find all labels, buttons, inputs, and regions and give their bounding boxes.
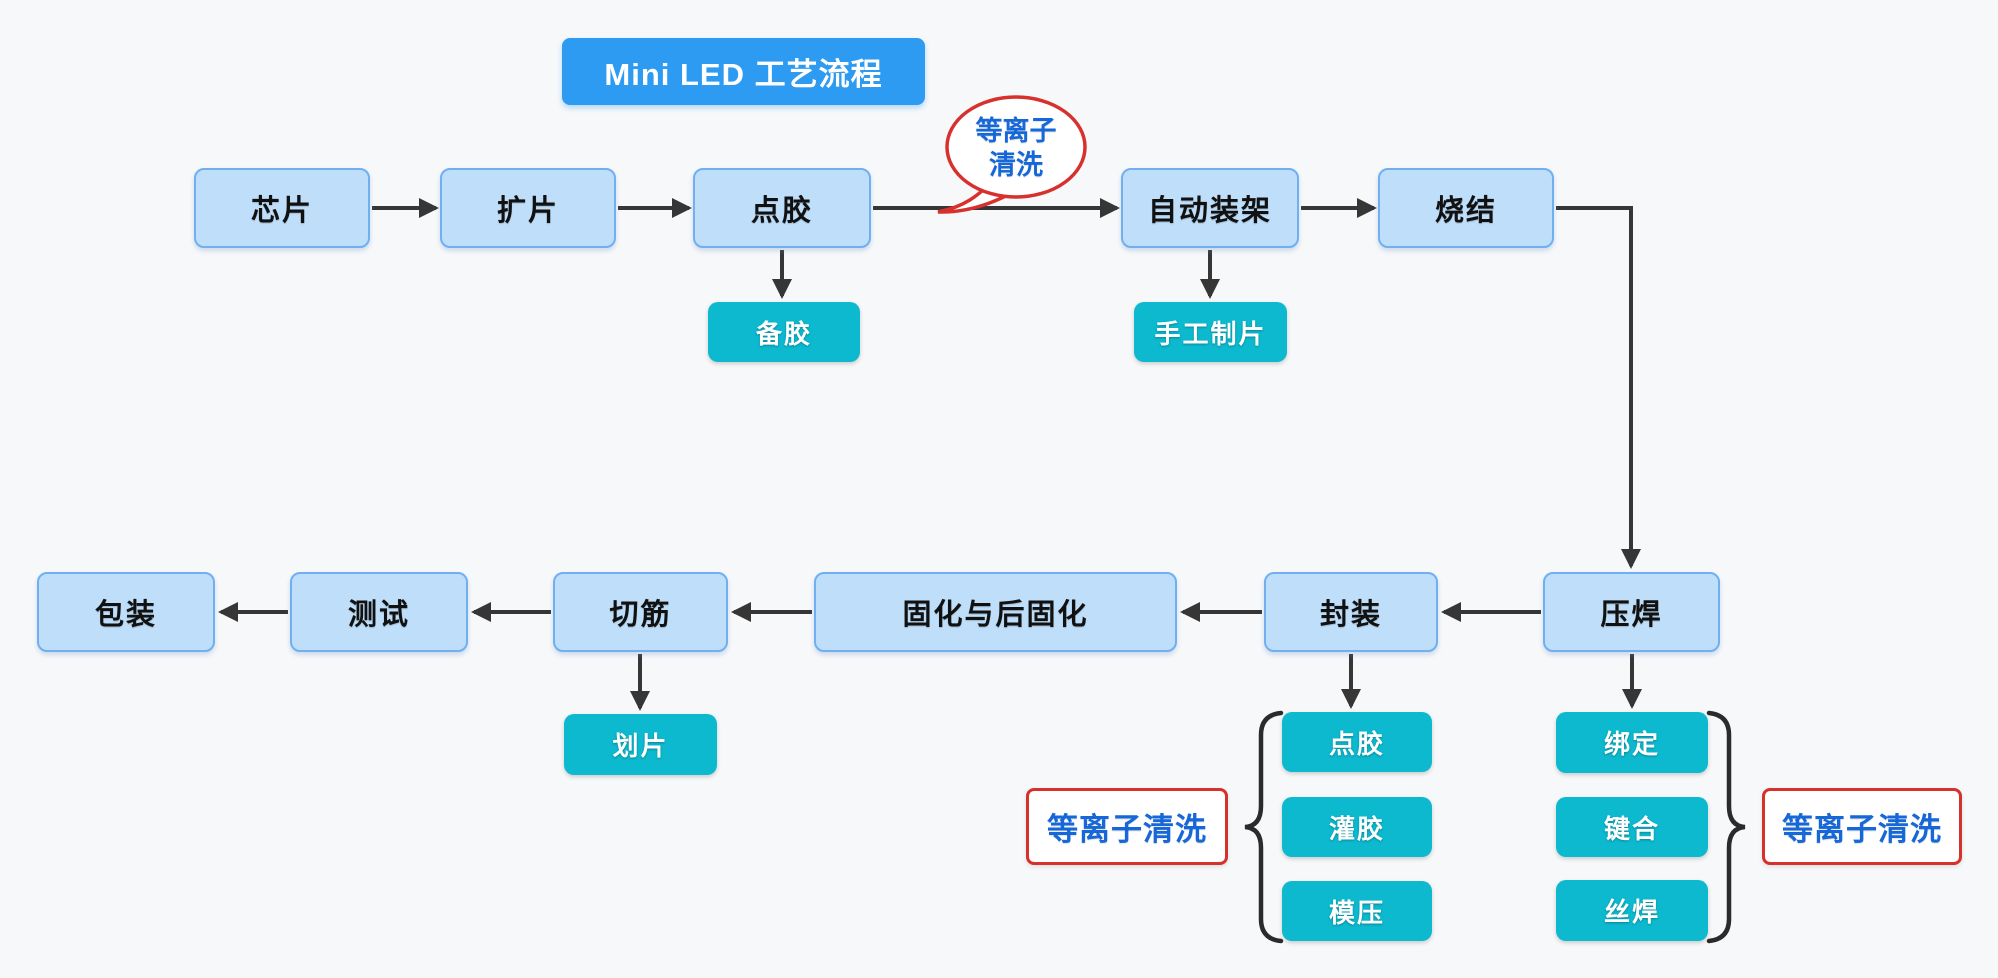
process-node-expand-film: 扩片 <box>440 168 616 248</box>
process-node-rib-cutting: 切筋 <box>553 572 728 652</box>
sub-node-molding: 模压 <box>1282 881 1432 941</box>
arrow-sinter-to-weld-elbow <box>1556 206 1641 569</box>
sub-node-manual-chip: 手工制片 <box>1134 302 1287 362</box>
process-node-dispensing: 点胶 <box>693 168 871 248</box>
speech-bubble <box>945 95 1087 199</box>
sub-node-glue-prep: 备胶 <box>708 302 860 362</box>
process-node-sintering: 烧结 <box>1378 168 1554 248</box>
process-node-packaging: 包装 <box>37 572 215 652</box>
process-node-testing: 测试 <box>290 572 468 652</box>
process-node-encapsulation: 封装 <box>1264 572 1438 652</box>
right-brace <box>1706 710 1746 944</box>
sub-node-bonding: 键合 <box>1556 797 1708 857</box>
process-node-chip: 芯片 <box>194 168 370 248</box>
left-brace <box>1244 710 1284 944</box>
sub-node-binding: 绑定 <box>1556 712 1708 773</box>
sub-node-potting: 灌胶 <box>1282 797 1432 857</box>
plasma-cleaning-bubble-label: 等离子 清洗 <box>947 103 1085 193</box>
process-node-pressure-welding: 压焊 <box>1543 572 1720 652</box>
sub-node-scribing: 划片 <box>564 714 717 775</box>
sub-node-dispensing: 点胶 <box>1282 712 1432 772</box>
diagram-title: Mini LED 工艺流程 <box>562 38 925 105</box>
process-node-curing: 固化与后固化 <box>814 572 1177 652</box>
bubble-line-2: 清洗 <box>989 150 1043 180</box>
process-node-auto-mounting: 自动装架 <box>1121 168 1299 248</box>
bubble-line-1: 等离子 <box>975 116 1057 146</box>
sub-node-wire-welding: 丝焊 <box>1556 880 1708 941</box>
plasma-cleaning-note-left: 等离子清洗 <box>1026 788 1228 865</box>
plasma-cleaning-note-right: 等离子清洗 <box>1762 788 1962 865</box>
